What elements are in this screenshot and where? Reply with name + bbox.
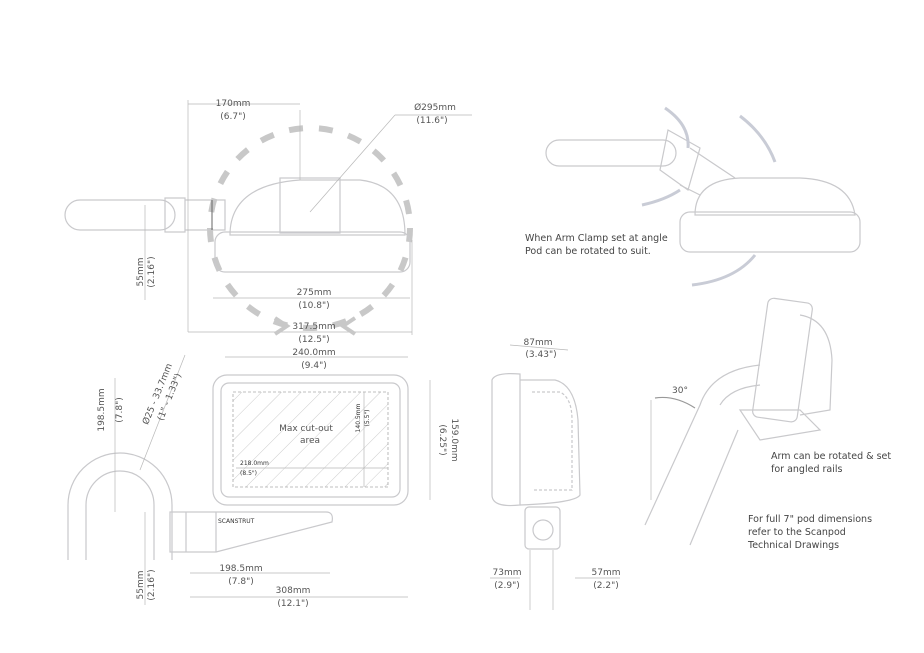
- dim-overall-length: 308mm: [276, 586, 311, 596]
- cutout-area: [232, 391, 389, 488]
- dim-pod-width: 275mm: [297, 288, 332, 298]
- pod-back: [694, 177, 856, 216]
- dim-clamp-height-in: (2.16"): [147, 569, 157, 600]
- note-ref-1: For full 7" pod dimensions: [748, 514, 872, 525]
- cutout-label-2: area: [300, 436, 320, 446]
- note-angle-1: When Arm Clamp set at angle: [525, 233, 668, 244]
- dim-cutout-width: 218.0mm: [240, 460, 269, 467]
- note-ref-3: Technical Drawings: [747, 540, 839, 551]
- rail-view: 30° Arm can be rotated & set for angled …: [644, 297, 891, 551]
- dim-pod-height-in: (6.25"): [437, 424, 447, 455]
- dim-rotation-diameter: Ø295mm: [414, 102, 456, 113]
- dim-cutout-height-in: (5.5"): [364, 410, 371, 427]
- angled-rail: [644, 364, 761, 526]
- rotation-circle: [207, 125, 413, 331]
- dim-rear-offset-in: (2.2"): [593, 581, 618, 591]
- dim-pod-width-in: (10.8"): [298, 301, 329, 311]
- dim-arm-offset-in: (6.7"): [220, 112, 245, 122]
- rail-clamp: [738, 409, 822, 441]
- dim-pod-height: 159.0mm: [449, 418, 459, 461]
- dim-cutout-width-in: (8.5"): [240, 470, 257, 477]
- dim-arm-length-in: (7.8"): [228, 577, 253, 587]
- top-view: 170mm (6.7") Ø295mm (11.6") 55mm (2.16")…: [64, 99, 472, 345]
- rail-tube: [545, 139, 677, 167]
- arm: [169, 511, 333, 553]
- dim-overall-width-in: (12.5"): [298, 335, 329, 345]
- side-mount: [524, 506, 561, 550]
- dim-clamp-height: 55mm: [136, 571, 146, 600]
- dim-rail-height-in: (7.8"): [115, 397, 125, 422]
- angled-view: When Arm Clamp set at angle Pod can be r…: [525, 106, 861, 287]
- dim-depth-in: (3.43"): [525, 350, 556, 360]
- dim-rotation-diameter-in: (11.6"): [416, 116, 447, 126]
- pod-front: [212, 374, 409, 506]
- dim-pod-width-in: (9.4"): [301, 361, 326, 371]
- rail-inner: [85, 470, 155, 560]
- dim-overall-length-in: (12.1"): [277, 599, 308, 609]
- dim-clamp-height-in: (2.16"): [147, 256, 157, 287]
- note-ref-2: refer to the Scanpod: [748, 527, 846, 538]
- dim-pod-width: 240.0mm: [292, 348, 335, 358]
- angle-label: 30°: [672, 386, 688, 396]
- dim-arm-offset: 170mm: [216, 99, 251, 109]
- dim-clamp-height: 55mm: [136, 258, 146, 287]
- pod-side: [519, 379, 581, 506]
- pod-front: [679, 211, 861, 253]
- pod-tilted: [752, 297, 813, 423]
- note-angle-2: Pod can be rotated to suit.: [525, 246, 651, 257]
- side-view: 87mm (3.43") 73mm (2.9") 57mm (2.2"): [490, 338, 621, 610]
- dim-arm-length: 198.5mm: [219, 564, 262, 574]
- front-view: SCANSTRUT 240.0mm (9.4") Max cut-out are…: [67, 348, 459, 609]
- brand-mark: SCANSTRUT: [218, 518, 255, 525]
- dim-depth: 87mm: [524, 338, 553, 348]
- note-rail-1: Arm can be rotated & set: [771, 451, 891, 462]
- dim-overall-width: 317.5mm: [292, 322, 335, 332]
- rail-outer: [67, 452, 173, 560]
- note-rail-2: for angled rails: [771, 464, 842, 475]
- dim-rear-offset: 57mm: [592, 568, 621, 578]
- rail-tube: [64, 199, 176, 231]
- pod-front: [214, 231, 411, 273]
- cutout-label: Max cut-out: [279, 424, 333, 434]
- dim-front-offset: 73mm: [493, 568, 522, 578]
- pod-back: [229, 179, 406, 236]
- dim-rail-height: 198.5mm: [97, 388, 107, 431]
- dim-cutout-height: 140.5mm: [355, 403, 362, 432]
- dim-front-offset-in: (2.9"): [494, 581, 519, 591]
